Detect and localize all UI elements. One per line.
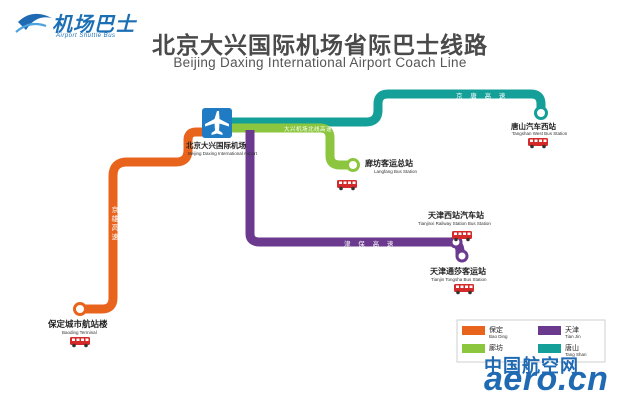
line-tangshan — [218, 89, 546, 127]
page-title: 北京大兴国际机场省际巴士线路 — [152, 32, 488, 58]
line-langfang — [232, 123, 353, 170]
road-label-daxing-north: 大兴机场北线高速 — [284, 127, 333, 133]
airplane-icon — [202, 108, 232, 138]
legend-label-baoding-cn: 保定 — [489, 327, 503, 334]
station-label-baoding-en: Baoding Terminal — [62, 330, 97, 335]
airport-label-cn: 北京大兴国际机场 — [186, 141, 246, 150]
station-node-tianjin-tongsha — [455, 249, 469, 263]
station-node-baoding — [73, 302, 87, 316]
station-label-langfang-en: Langfang Bus Station — [374, 169, 418, 174]
legend-label-langfang-cn: 廊坊 — [489, 345, 503, 352]
station-label-tianjin-west-en: Tianjinxi Railway Station Bus Station — [418, 221, 491, 226]
legend-label-tangshan-en: Tang Shan — [565, 352, 587, 357]
road-label-jingxiong: 京雄高速 — [111, 206, 118, 242]
station-node-langfang — [346, 158, 360, 172]
legend-swatch-baoding — [462, 326, 485, 335]
legend-swatch-tangshan — [538, 344, 561, 353]
bus-icon — [454, 284, 474, 295]
bus-icon — [337, 180, 357, 191]
legend-swatch-tianjin — [538, 326, 561, 335]
station-node-tangshan — [534, 106, 548, 120]
legend-label-tianjin-en: Tian Jin — [565, 334, 581, 339]
legend-label-baoding-en: Bao Ding — [489, 334, 508, 339]
line-tianjin — [245, 130, 465, 257]
station-label-tianjin-tongsha-cn: 天津通莎客运站 — [430, 267, 486, 276]
station-label-baoding-cn: 保定城市航站楼 — [48, 319, 108, 329]
airport-label-en: Beijing Daxing International Airport — [188, 151, 258, 156]
road-label-jingtang: 京 唐 高 速 — [456, 93, 509, 100]
bus-icon — [528, 138, 548, 149]
legend-swatch-langfang — [462, 344, 485, 353]
page-subtitle: Beijing Daxing International Airport Coa… — [173, 55, 467, 70]
watermark-cn: 中国航空网 — [484, 356, 579, 376]
legend-label-tangshan-cn: 唐山 — [565, 345, 579, 352]
station-label-tangshan-en: Tangshan West Bus Station — [512, 131, 568, 136]
logo-swoosh-icon — [15, 13, 52, 33]
station-label-langfang-cn: 廊坊客运总站 — [365, 159, 413, 168]
station-label-tianjin-tongsha-en: Tianjin Tongsha Bus Station — [431, 277, 487, 282]
line-baoding — [80, 127, 205, 314]
station-label-tianjin-west-cn: 天津西站汽车站 — [428, 211, 484, 220]
legend-label-tianjin-cn: 天津 — [565, 327, 579, 334]
bus-icon — [70, 337, 90, 348]
watermark-site: aero.cn — [484, 360, 609, 398]
road-label-jinbao: 津 保 高 速 — [344, 241, 397, 248]
bus-icon — [452, 231, 472, 242]
station-label-tangshan-cn: 唐山汽车西站 — [511, 122, 556, 131]
logo-name-cn: 机场巴士 — [52, 14, 136, 36]
logo-name-en: Airport Shuttle Bus — [56, 33, 116, 39]
